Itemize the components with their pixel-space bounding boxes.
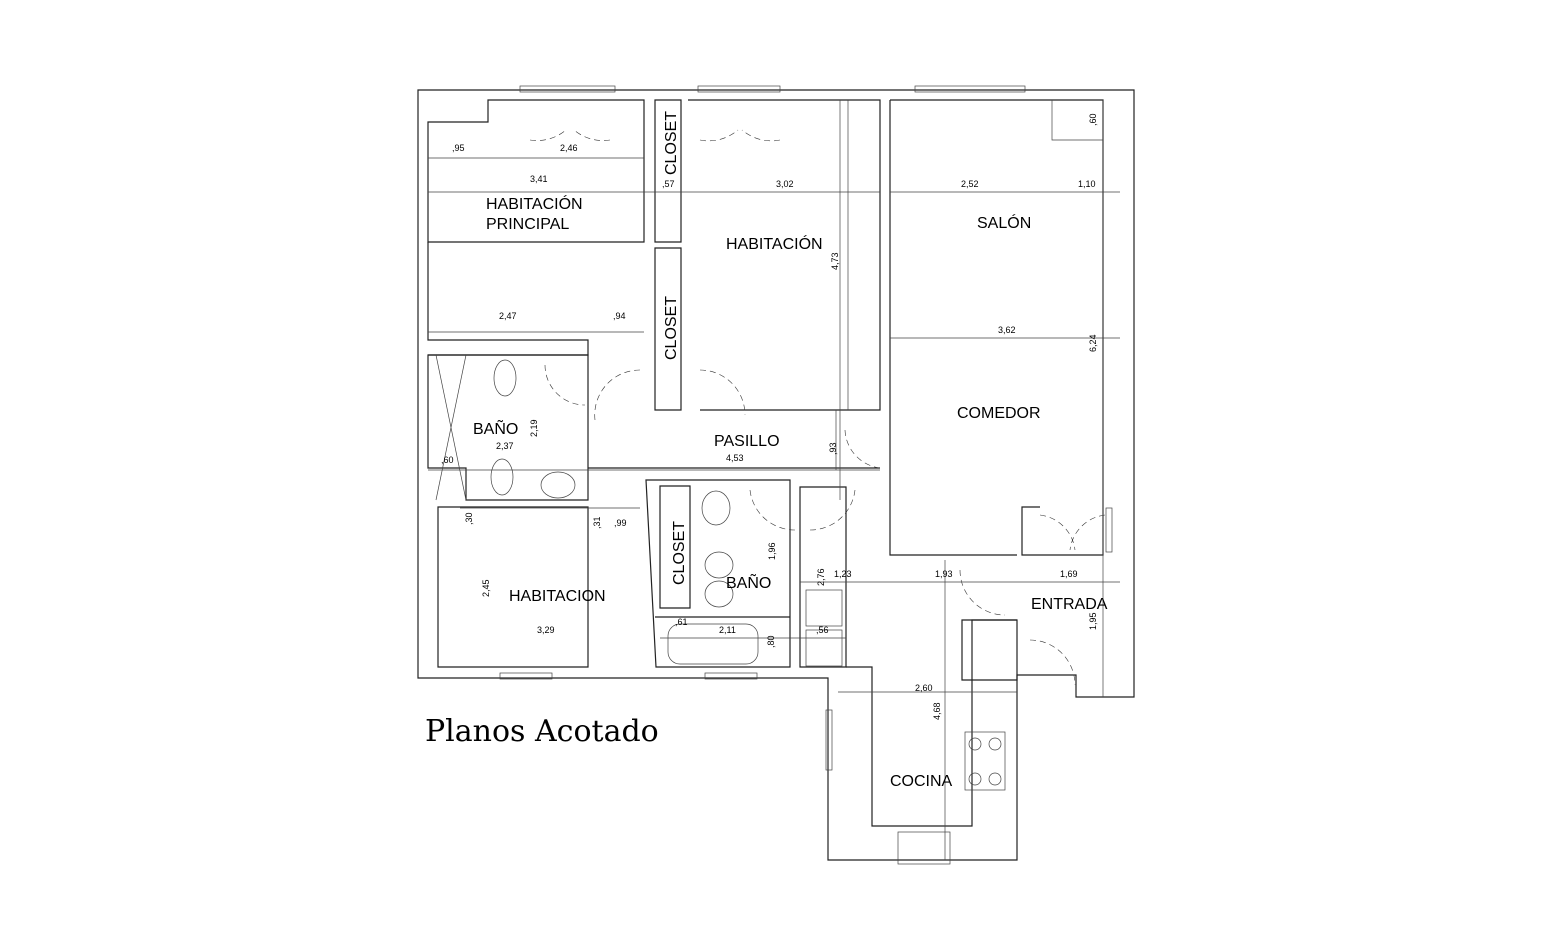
- room-label-closet: CLOSET: [671, 521, 688, 585]
- room-label-entrance: ENTRADA: [1031, 596, 1108, 613]
- dim-label: 2,47: [499, 311, 517, 321]
- dim-label: 4,68: [932, 702, 942, 720]
- dim-label: ,95: [452, 143, 465, 153]
- dim-label: 2,45: [481, 579, 491, 597]
- door-swings: [529, 129, 1106, 686]
- dim-label: 2,76: [816, 568, 826, 586]
- dim-label: ,93: [828, 442, 838, 455]
- room-label-dining: COMEDOR: [957, 405, 1041, 422]
- dim-label: 1,10: [1078, 179, 1096, 189]
- dim-label: 6,24: [1088, 334, 1098, 352]
- bidet-icon: [704, 551, 734, 579]
- dim-label: 3,29: [537, 625, 555, 635]
- dim-label: ,56: [816, 625, 829, 635]
- dim-label: 2,19: [529, 419, 539, 437]
- dim-label: ,94: [613, 311, 626, 321]
- room-label-bath-2: BAÑO: [726, 572, 771, 592]
- dim-label: ,31: [592, 516, 602, 529]
- room-labels: HABITACIÓN PRINCIPAL CLOSET CLOSET HABIT…: [473, 111, 1108, 790]
- dimension-lines: [428, 100, 1120, 860]
- dim-label: 2,37: [496, 441, 514, 451]
- bathtub-icon: [667, 623, 759, 665]
- dim-label: 1,69: [1060, 569, 1078, 579]
- dim-label: 3,41: [530, 174, 548, 184]
- room-label-living: SALÓN: [977, 213, 1031, 232]
- dim-label: ,60: [1088, 113, 1098, 126]
- room-label-bedroom: HABITACIÓN: [726, 234, 823, 253]
- fixtures: [490, 359, 1006, 865]
- dim-label: 1,23: [834, 569, 852, 579]
- stove-icon: [964, 731, 1006, 791]
- dim-label: 4,73: [830, 252, 840, 270]
- washer-icon: [805, 589, 843, 627]
- toilet-icon: [490, 458, 514, 496]
- walls: [417, 89, 1135, 861]
- room-label-kitchen: COCINA: [890, 773, 953, 790]
- sink-icon: [701, 490, 731, 526]
- dim-label: ,99: [614, 518, 627, 528]
- kitchen-sink-icon: [897, 831, 951, 865]
- room-label-master-bedroom: HABITACIÓN: [486, 194, 583, 213]
- room-label-bath: BAÑO: [473, 418, 518, 438]
- dim-label: ,80: [766, 635, 776, 648]
- dim-label: 1,95: [1088, 612, 1098, 630]
- dim-label: 2,52: [961, 179, 979, 189]
- sink-icon: [540, 471, 576, 499]
- room-label-closet: CLOSET: [663, 296, 680, 360]
- room-label-master-bedroom-2: PRINCIPAL: [486, 216, 569, 233]
- room-label-hallway: PASILLO: [714, 433, 780, 450]
- dim-label: 2,60: [915, 683, 933, 693]
- dim-label: 3,02: [776, 179, 794, 189]
- toilet-icon: [704, 580, 734, 608]
- dim-label: ,60: [441, 455, 454, 465]
- room-label-bedroom-2: HABITACION: [509, 588, 606, 605]
- dim-label: 1,93: [935, 569, 953, 579]
- dim-label: ,57: [662, 179, 675, 189]
- dim-label: ,30: [464, 512, 474, 525]
- dim-label: 2,11: [719, 625, 736, 635]
- dim-label: ,61: [675, 617, 688, 627]
- windows: [499, 85, 1113, 771]
- dryer-icon: [805, 629, 843, 667]
- dim-label: 1,96: [767, 542, 777, 560]
- dim-label: 2,46: [560, 143, 578, 153]
- dim-label: 3,62: [998, 325, 1016, 335]
- room-label-closet: CLOSET: [663, 111, 680, 175]
- dimension-labels: ,95 2,46 3,41 ,57 3,02 2,52 1,10 ,60 4,7…: [441, 113, 1098, 720]
- toilet-icon: [493, 359, 517, 397]
- dim-label: 4,53: [726, 453, 744, 463]
- plan-title: Planos Acotado: [425, 714, 659, 749]
